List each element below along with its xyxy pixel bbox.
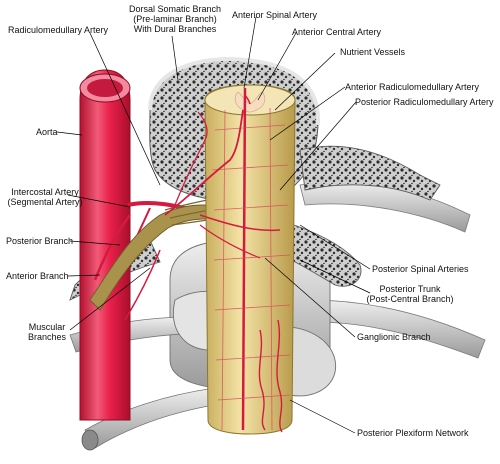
ganglionic-vessel [199, 224, 261, 259]
leader-lines [56, 16, 371, 434]
label-dorsal-somatic-line3: With Dural Branches [133, 24, 217, 34]
label-dorsal-somatic-line1: Dorsal Somatic Branch [128, 4, 222, 14]
label-posterior-radiculomedullary-artery: Posterior Radiculomedullary Artery [355, 97, 494, 107]
aorta [79, 69, 131, 421]
label-posterior-plexiform-network: Posterior Plexiform Network [357, 428, 469, 438]
rib-right-upper [299, 181, 471, 233]
label-muscular-line2: Branches [27, 332, 67, 342]
anterior-branch-vessel [93, 214, 132, 281]
transverse-process-right [299, 145, 441, 201]
cord-surface-vessels [211, 107, 291, 431]
radiculomedullary-vessel [164, 109, 244, 216]
label-posterior-trunk-line2: (Post-Central Branch) [366, 294, 454, 304]
label-ganglionic-branch: Ganglionic Branch [357, 332, 431, 342]
spinal-cord-top [204, 84, 296, 116]
label-anterior-central-artery: Anterior Central Artery [292, 27, 382, 37]
anterior-spinal-artery-vessel [241, 87, 247, 431]
label-intercostal-artery: Intercostal Artery (Segmental Artery) [2, 187, 88, 207]
label-muscular-branches: Muscular Branches [22, 322, 72, 342]
label-dorsal-somatic-line2: (Pre-laminar Branch) [133, 14, 217, 24]
label-radiculomedullary-artery: Radiculomedullary Artery [8, 25, 109, 35]
rib-right-lower [309, 299, 486, 359]
posterior-plexiform-vessels [258, 319, 283, 433]
label-posterior-trunk-line1: Posterior Trunk [379, 284, 441, 294]
label-posterior-trunk: Posterior Trunk (Post-Central Branch) [362, 284, 458, 304]
posterior-radiculomedullary-vessel [199, 214, 281, 232]
label-anterior-spinal-artery: Anterior Spinal Artery [232, 10, 318, 20]
rib-left-lower-end [81, 429, 99, 451]
label-muscular-line1: Muscular [28, 322, 66, 332]
vertebral-cortex [148, 57, 321, 126]
label-anterior-radiculomedullary-artery: Anterior Radiculomedullary Artery [345, 82, 480, 92]
muscular-branch-vessel [124, 249, 161, 321]
label-posterior-spinal-arteries: Posterior Spinal Arteries [372, 264, 469, 274]
aorta-lumen [87, 79, 123, 97]
label-nutrient-vessels: Nutrient Vessels [340, 47, 406, 57]
label-posterior-branch: Posterior Branch [6, 236, 74, 246]
anterior-central-artery-vessel [244, 94, 251, 105]
label-dorsal-somatic-branch: Dorsal Somatic Branch (Pre-laminar Branc… [120, 4, 230, 34]
dorsal-somatic-vessel [174, 111, 208, 206]
label-anterior-branch: Anterior Branch [6, 271, 69, 281]
label-intercostal-line1: Intercostal Artery [11, 187, 79, 197]
label-intercostal-line2: (Segmental Artery) [7, 197, 83, 207]
label-aorta: Aorta [36, 127, 58, 137]
